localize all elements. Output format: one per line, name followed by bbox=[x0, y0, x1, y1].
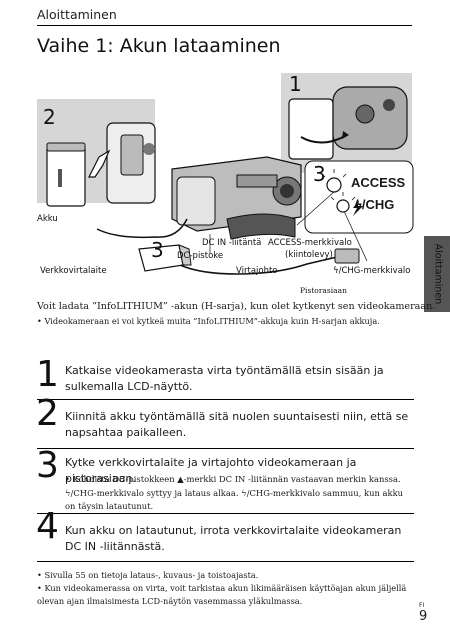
access-light-icon bbox=[326, 177, 342, 193]
flash-icon: ϟ bbox=[333, 266, 339, 276]
side-tab-label: Aloittaminen bbox=[432, 243, 444, 305]
step-4-text: Kun akku on latautunut, irrota verkkovir… bbox=[65, 524, 402, 553]
page-title: Vaihe 1: Akun lataaminen bbox=[37, 35, 281, 57]
wall-plug-icon bbox=[334, 248, 360, 264]
step-1-text: Katkaise videokamerasta virta työntämäll… bbox=[65, 364, 384, 393]
camera-back-icon bbox=[106, 122, 156, 204]
step-2-text: Kiinnitä akku työntämällä sitä nuolen su… bbox=[65, 410, 409, 439]
callout-line-access bbox=[296, 190, 336, 226]
step-1-divider bbox=[37, 399, 414, 400]
section-label: Aloittaminen bbox=[37, 7, 117, 22]
label-pistorasiaan: Pistorasiaan bbox=[300, 286, 347, 295]
flash-icon: ϟ bbox=[241, 488, 247, 498]
step-1-number: 1 bbox=[36, 354, 59, 395]
ac-adapter-icon bbox=[138, 244, 192, 272]
step-3-sub2: ϟ/CHG-merkkivalo syttyy ja lataus alkaa.… bbox=[65, 487, 415, 513]
label-dc-in: DC IN -liitäntä bbox=[202, 238, 262, 248]
step-4-number: 4 bbox=[36, 506, 59, 547]
flash-icon-big bbox=[353, 200, 363, 216]
label-chg-text: /CHG-merkkivalo bbox=[338, 266, 411, 276]
step-3-text: Kytke verkkovirtalaite ja virtajohto vid… bbox=[65, 456, 357, 485]
battery-charging-illustration: 1 2 3 3 bbox=[37, 72, 414, 275]
label-access-big: ACCESS bbox=[351, 175, 406, 190]
step-3-number: 3 bbox=[36, 445, 59, 486]
camera-lcd-icon bbox=[288, 86, 408, 160]
footnote-1-text: Sivulla 55 on tietoja lataus-, kuvaus- j… bbox=[44, 570, 259, 580]
battery-icon bbox=[46, 142, 86, 207]
side-tab-bar bbox=[424, 236, 450, 312]
power-cord bbox=[166, 256, 338, 275]
label-chg-big-text: /CHG bbox=[361, 197, 395, 212]
footnote-1: • Sivulla 55 on tietoja lataus-, kuvaus-… bbox=[37, 570, 259, 580]
footnote-2-text: Kun videokamerassa on virta, voit tarkis… bbox=[37, 583, 407, 606]
page-number: 9 bbox=[419, 609, 428, 624]
step-3-divider bbox=[37, 513, 414, 514]
step-2-number: 2 bbox=[36, 393, 59, 434]
callout-3b: 3 bbox=[151, 238, 164, 262]
label-virtajohto: Virtajohto bbox=[236, 266, 278, 276]
step-3-sub2b: /CHG-merkkivalo sammuu, kun akku on täys… bbox=[65, 488, 404, 511]
step-3-sub1-text: Kohdista DC-pistokkeen ▲-merkki DC IN -l… bbox=[72, 474, 401, 484]
flash-icon-small: ϟ bbox=[355, 197, 362, 212]
intro-bullet: • Videokameraan ei voi kytkeä muita ”Inf… bbox=[37, 316, 380, 326]
glow-rays bbox=[321, 169, 356, 201]
label-kiintolevy: (kiintolevy) bbox=[285, 250, 333, 260]
footnote-2: • Kun videokamerassa on virta, voit tark… bbox=[37, 583, 407, 606]
step-3-sub1: • Kohdista DC-pistokkeen ▲-merkki DC IN … bbox=[65, 474, 401, 484]
insert-arrow-icon bbox=[88, 149, 111, 178]
label-akku: Akku bbox=[37, 214, 58, 224]
chg-light-icon bbox=[336, 199, 350, 213]
step-2-divider bbox=[37, 448, 414, 449]
section-divider bbox=[37, 25, 412, 26]
intro-bullet-text: Videokameraan ei voi kytkeä muita ”InfoL… bbox=[44, 316, 380, 326]
callout-2: 2 bbox=[43, 105, 56, 129]
dc-cable bbox=[96, 218, 188, 239]
label-access: ACCESS-merkkivalo bbox=[268, 238, 352, 248]
label-chg: ϟ/CHG-merkkivalo bbox=[333, 266, 410, 276]
camcorder-icon bbox=[171, 156, 302, 240]
step-3-sub2a: /CHG-merkkivalo syttyy ja lataus alkaa. bbox=[70, 488, 242, 498]
callout-1: 1 bbox=[289, 72, 302, 96]
label-chg-big: ϟ/CHG bbox=[355, 197, 394, 212]
label-dc-pistoke: DC-pistoke bbox=[177, 251, 224, 261]
callout-3a: 3 bbox=[313, 162, 326, 186]
page-locale: FI bbox=[419, 602, 425, 609]
step-4-divider bbox=[37, 561, 414, 562]
callout-line-chg bbox=[342, 208, 368, 262]
intro-text: Voit ladata ”InfoLITHIUM” -akun (H-sarja… bbox=[37, 301, 436, 312]
flash-icon: ϟ bbox=[65, 488, 71, 498]
label-verkkovirtalaite: Verkkovirtalaite bbox=[40, 266, 107, 276]
